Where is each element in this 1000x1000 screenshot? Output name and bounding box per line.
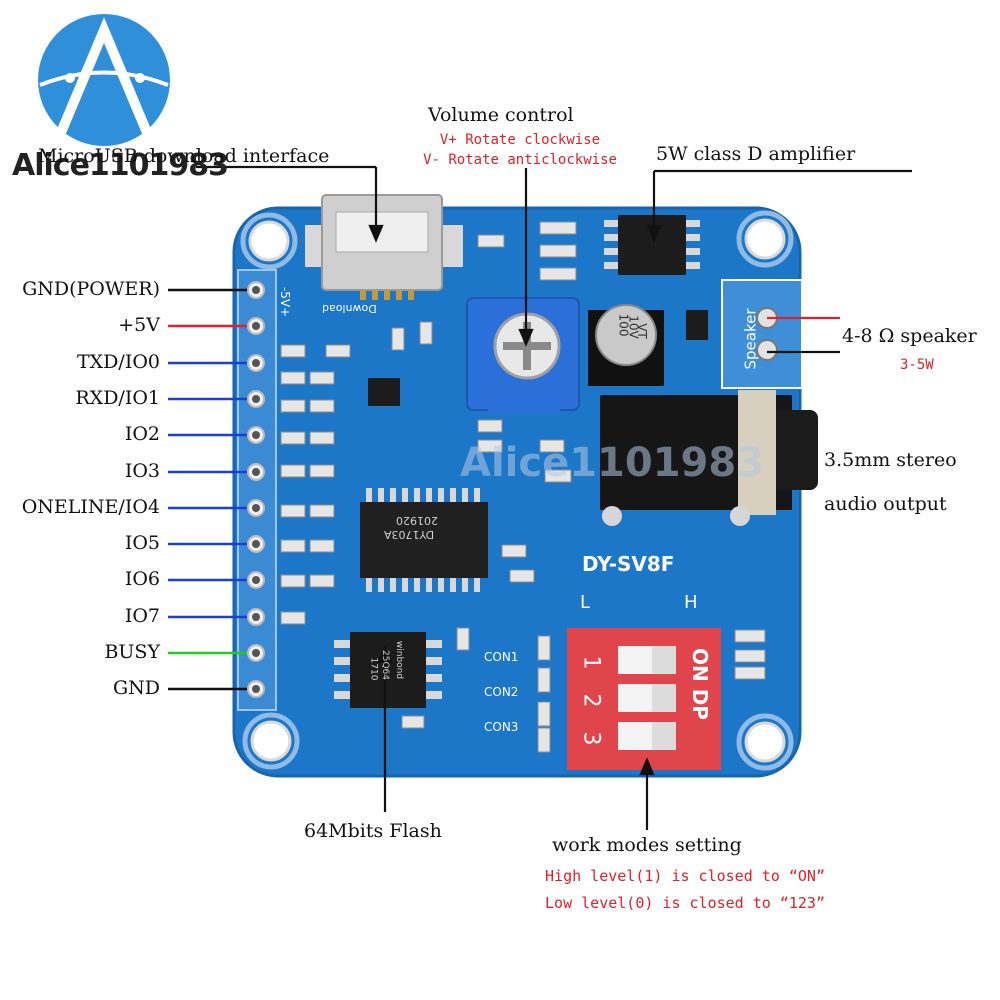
main-chip-pin <box>402 488 408 502</box>
dip-number-2: 2 <box>578 693 604 708</box>
amplifier-label: 5W class D amplifier <box>656 143 856 165</box>
con1-label: CON1 <box>484 650 519 664</box>
amplifier-chip <box>604 215 700 275</box>
pin-header <box>237 269 277 711</box>
volume-minus-note: V- Rotate anticlockwise <box>423 152 617 168</box>
main-chip-pin <box>366 578 372 592</box>
main-chip-pin <box>378 488 384 502</box>
pin-label-9: IO7 <box>124 605 160 627</box>
download-silk-label: Download <box>322 302 377 315</box>
main-chip-line1: DY1703A <box>384 528 435 541</box>
speaker-terminal <box>721 279 803 389</box>
main-chip-pin <box>426 488 432 502</box>
main-chip-pin <box>378 578 384 592</box>
smd-components <box>280 221 766 753</box>
low-level-note: Low level(0) is closed to “123” <box>545 894 825 912</box>
pin-center-4 <box>252 431 260 439</box>
mounting-holes <box>248 218 786 763</box>
pin-center-1 <box>252 322 260 330</box>
dip-switch <box>567 628 721 770</box>
main-chip-pin <box>402 578 408 592</box>
dip-h-label: H <box>684 592 698 613</box>
main-chip-pin <box>414 578 420 592</box>
main-chip-pin <box>414 488 420 502</box>
pin-center-6 <box>252 504 260 512</box>
micro-usb-label: MicroUSB download interface <box>38 145 330 167</box>
dip-number-1: 1 <box>578 655 604 670</box>
main-chip-pin <box>474 488 480 502</box>
capacitor-line3: VT <box>634 323 649 339</box>
main-chip-pin <box>426 578 432 592</box>
pin-center-3 <box>252 395 260 403</box>
main-chip-pin <box>450 488 456 502</box>
watermark-logo-text: Alice1101983 <box>12 148 229 183</box>
volume-control-title: Volume control <box>428 104 574 126</box>
pin-label-1: +5V <box>118 314 160 336</box>
dip-on-dp-label: ON DP <box>688 648 712 720</box>
main-chip-pin <box>462 578 468 592</box>
work-modes-label: work modes setting <box>552 834 742 856</box>
main-chip-pin <box>390 488 396 502</box>
pin-label-11: GND <box>112 677 160 699</box>
electrolytic-capacitor <box>588 304 664 386</box>
pin-label-2: TXD/IO0 <box>76 351 160 373</box>
pin-label-10: BUSY <box>104 641 160 663</box>
high-level-note: High level(1) is closed to “ON” <box>545 867 825 885</box>
con3-label: CON3 <box>484 720 519 734</box>
pin-center-8 <box>252 576 260 584</box>
pin-center-5 <box>252 468 260 476</box>
micro-usb-connector <box>305 194 463 300</box>
main-chip-pin <box>390 578 396 592</box>
pin-center-0 <box>252 286 260 294</box>
pin-label-7: IO5 <box>124 532 160 554</box>
pin-center-7 <box>252 540 260 548</box>
volume-plus-note: V+ Rotate clockwise <box>439 132 601 148</box>
header-silk-label: -5V+ <box>278 286 293 318</box>
main-chip-pin <box>438 578 444 592</box>
audio-output-label-line2: audio output <box>824 493 947 515</box>
pin-label-6: ONELINE/IO4 <box>21 496 160 518</box>
speaker-power-note: 3-5W <box>900 357 934 373</box>
speaker-label: 4-8 Ω speaker <box>842 325 977 347</box>
audio-output-label-line1: 3.5mm stereo <box>824 449 957 471</box>
main-chip <box>360 488 488 592</box>
flash-chip-line1: winbond <box>394 640 405 680</box>
main-chip-pin <box>366 488 372 502</box>
pin-label-0: GND(POWER) <box>22 278 160 300</box>
flash-label: 64Mbits Flash <box>304 820 442 842</box>
logo-icon <box>38 14 170 146</box>
dip-l-label: L <box>580 592 591 613</box>
transistor <box>368 310 708 406</box>
pin-center-11 <box>252 685 260 693</box>
main-chip-pin <box>450 578 456 592</box>
main-chip-pin <box>474 578 480 592</box>
watermark-overlay: Alice1101983 <box>460 440 765 486</box>
pin-lines <box>168 281 265 698</box>
audio-jack <box>600 390 818 526</box>
board-model-label: DY-SV8F <box>582 552 675 576</box>
pin-label-5: IO3 <box>124 460 160 482</box>
pin-center-9 <box>252 613 260 621</box>
main-chip-pin <box>462 488 468 502</box>
callout-lines <box>196 165 912 830</box>
flash-chip-line2: 25Q64 <box>380 650 390 680</box>
con2-label: CON2 <box>484 685 519 699</box>
speaker-port-label: Speaker <box>741 308 760 370</box>
flash-chip <box>334 632 442 708</box>
main-chip-pin <box>438 488 444 502</box>
pin-center-2 <box>252 359 260 367</box>
dip-number-3: 3 <box>578 731 604 746</box>
pin-label-3: RXD/IO1 <box>75 387 160 409</box>
pin-label-8: IO6 <box>124 568 160 590</box>
main-chip-line2: 201920 <box>396 514 438 527</box>
flash-chip-line3: 1710 <box>368 657 379 681</box>
pin-label-4: IO2 <box>124 423 160 445</box>
volume-potentiometer <box>466 297 580 414</box>
pin-center-10 <box>252 649 260 657</box>
